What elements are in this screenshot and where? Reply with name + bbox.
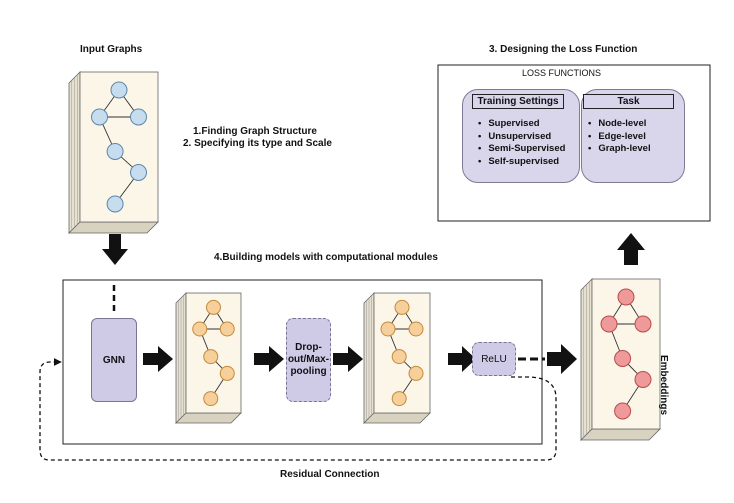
graph-node <box>110 81 128 99</box>
task-header: Task <box>583 94 674 109</box>
graph-node <box>614 402 632 420</box>
relu-module: ReLU <box>472 342 516 376</box>
right-arrow-icon <box>333 346 363 372</box>
list-item: Edge-level <box>588 131 651 144</box>
input-graph-card <box>68 71 159 234</box>
right-arrow-icon <box>254 346 284 372</box>
graph-node <box>634 315 652 333</box>
step-2-label: 2. Specifying its type and Scale <box>183 138 332 149</box>
graph-node <box>634 371 652 388</box>
graph-node <box>380 321 396 337</box>
graph-node <box>130 164 147 181</box>
graph-node <box>614 350 632 367</box>
hidden-graph-card <box>175 292 242 424</box>
embeddings-graph-card <box>580 278 661 441</box>
up-arrow-icon <box>617 233 645 265</box>
list-item: Node-level <box>588 118 651 131</box>
right-arrow-icon <box>547 344 577 374</box>
graph-node <box>106 143 124 160</box>
graph-node <box>408 365 424 381</box>
step-3-label: 3. Designing the Loss Function <box>489 44 638 55</box>
graph-node <box>391 391 407 407</box>
list-item: Semi-Supervised <box>478 143 565 156</box>
list-item: Supervised <box>478 118 565 131</box>
graph-node <box>130 108 147 126</box>
input-graphs-label: Input Graphs <box>80 44 143 55</box>
graph-node <box>203 349 219 365</box>
dropout-maxpooling-module: Drop-out/Max-pooling <box>286 318 331 402</box>
graph-node <box>219 365 235 381</box>
graph-node <box>203 391 219 407</box>
embeddings-label: Embeddings <box>658 355 669 416</box>
right-arrow-icon <box>448 346 476 372</box>
graph-node <box>219 321 235 337</box>
graph-node <box>617 288 635 306</box>
graph-node <box>408 321 424 337</box>
step-1-label: 1.Finding Graph Structure <box>193 126 317 137</box>
graph-node <box>192 321 208 337</box>
hidden-graph-card <box>363 292 431 424</box>
graph-node <box>91 108 108 126</box>
graph-node <box>206 299 221 315</box>
list-item: Graph-level <box>588 143 650 156</box>
graph-node <box>106 195 124 213</box>
list-item: Self-supervised <box>478 156 565 169</box>
residual-connection-label: Residual Connection <box>280 469 380 480</box>
training-settings-header: Training Settings <box>472 94 564 109</box>
loss-functions-title: LOSS FUNCTIONS <box>522 68 602 78</box>
graph-node <box>391 349 407 365</box>
graph-node <box>394 299 410 315</box>
step-4-label: 4.Building models with computational mod… <box>214 252 438 263</box>
right-arrow-icon <box>143 346 173 372</box>
down-arrow-icon <box>102 234 128 265</box>
training-settings-list: Supervised Unsupervised Semi-Supervised … <box>478 118 565 168</box>
list-item: Unsupervised <box>478 131 565 144</box>
task-list: Node-level Edge-level Graph-level <box>588 118 651 156</box>
graph-node <box>600 315 618 333</box>
gnn-module: GNN <box>91 318 137 402</box>
residual-connection-path <box>39 358 557 461</box>
